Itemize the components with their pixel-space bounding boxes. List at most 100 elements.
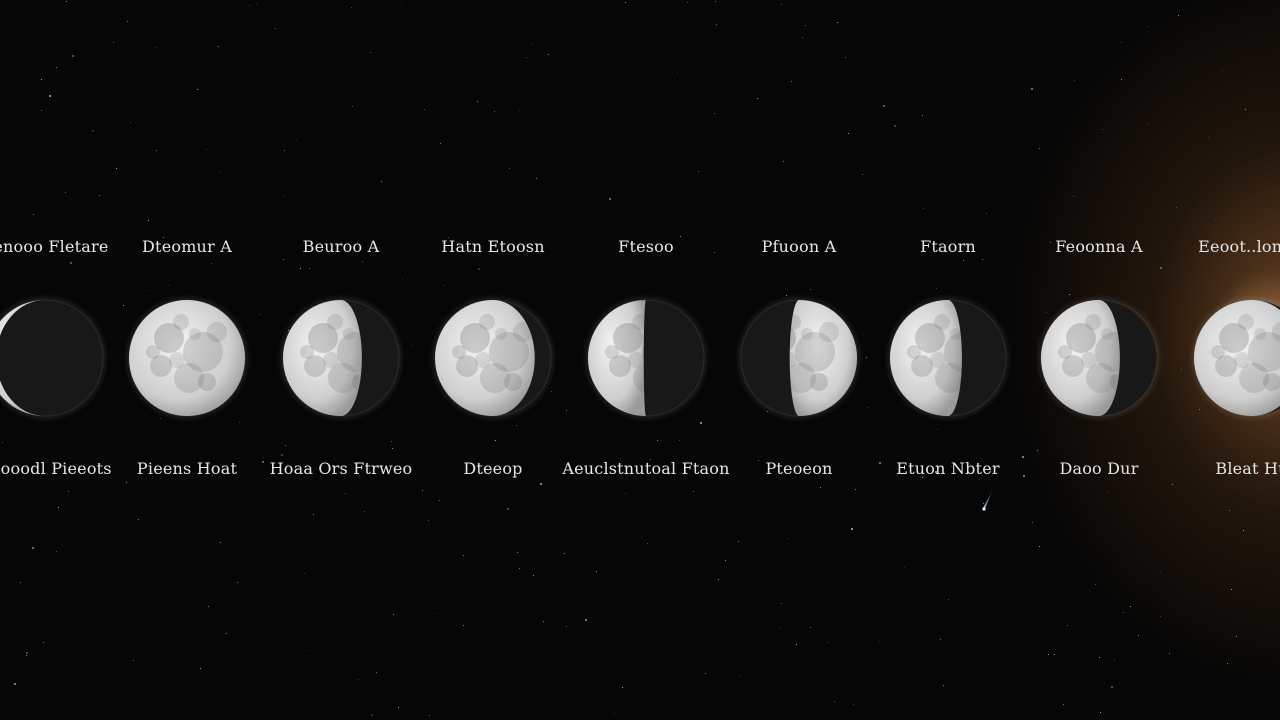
star <box>439 500 440 501</box>
star <box>1222 70 1223 71</box>
star <box>519 110 520 111</box>
star <box>440 143 441 144</box>
star <box>566 410 567 411</box>
star <box>1039 546 1040 547</box>
star <box>370 52 371 53</box>
star <box>138 60 139 61</box>
star <box>1031 88 1033 90</box>
star <box>1048 654 1049 655</box>
star <box>848 133 849 134</box>
star <box>126 482 127 483</box>
star <box>802 37 803 38</box>
star <box>526 57 527 58</box>
star <box>625 493 626 494</box>
star <box>133 660 134 661</box>
star <box>381 181 382 182</box>
star <box>208 606 209 607</box>
star <box>548 54 549 55</box>
star <box>533 575 534 576</box>
star <box>863 334 864 335</box>
star <box>851 528 853 530</box>
moon-icon <box>123 294 251 422</box>
star <box>148 220 149 221</box>
star <box>820 487 821 488</box>
phase-bottom-label: Daoo Dur <box>1059 459 1139 478</box>
phase-top-label: Dteomur A <box>142 237 232 256</box>
star <box>429 715 430 716</box>
star <box>791 81 792 82</box>
star <box>540 483 542 485</box>
star <box>1095 584 1096 585</box>
star <box>677 72 678 73</box>
star <box>943 685 944 686</box>
star <box>41 79 42 80</box>
moon-phase-9: Eeoot..lon I I Bleat Hu <box>1162 0 1280 720</box>
star <box>1063 704 1064 705</box>
star <box>226 633 227 634</box>
star <box>218 46 219 47</box>
star <box>1231 589 1232 590</box>
star <box>376 672 377 673</box>
star <box>398 707 399 708</box>
moon-icon <box>1188 294 1280 422</box>
star <box>70 262 72 264</box>
star <box>99 195 100 196</box>
star <box>256 4 257 5</box>
star <box>609 198 611 200</box>
star <box>249 5 250 6</box>
moon-icon <box>884 294 1012 422</box>
star <box>345 493 346 494</box>
star <box>1032 522 1033 523</box>
star <box>705 673 706 674</box>
star <box>163 237 164 238</box>
star <box>883 105 885 107</box>
star <box>1123 612 1124 613</box>
star <box>130 122 131 123</box>
star <box>412 345 413 346</box>
star <box>26 652 28 654</box>
star <box>866 357 867 358</box>
star <box>281 454 283 456</box>
star <box>983 503 984 504</box>
star <box>687 2 688 3</box>
star <box>1022 456 1024 458</box>
star <box>879 641 880 642</box>
star <box>392 448 393 449</box>
star <box>14 683 16 685</box>
star <box>781 603 782 604</box>
star <box>43 642 44 643</box>
star <box>532 43 533 44</box>
star <box>585 619 587 621</box>
star <box>351 7 352 8</box>
star <box>509 168 510 169</box>
star <box>149 290 150 291</box>
star <box>779 627 780 628</box>
star <box>855 489 856 490</box>
star <box>714 113 715 114</box>
star <box>650 459 651 460</box>
star <box>937 429 938 430</box>
star <box>1111 686 1113 688</box>
star <box>1100 712 1101 713</box>
star <box>1069 294 1070 295</box>
star <box>1121 42 1122 43</box>
moon-phase-1: Eenooo Fletare Euooodl Pieeots <box>0 0 135 720</box>
phase-bottom-label: Pteoeon <box>765 459 833 478</box>
star <box>41 110 42 111</box>
star <box>1130 606 1131 607</box>
star <box>239 422 240 423</box>
star <box>65 192 66 193</box>
star <box>516 425 517 426</box>
star <box>424 109 425 110</box>
star <box>371 714 373 716</box>
star <box>156 150 157 151</box>
star <box>1176 207 1177 208</box>
star <box>868 407 869 408</box>
star <box>434 613 435 614</box>
star <box>283 195 284 196</box>
star <box>197 89 198 90</box>
star <box>364 511 365 512</box>
star <box>284 150 285 151</box>
star <box>1178 15 1179 16</box>
